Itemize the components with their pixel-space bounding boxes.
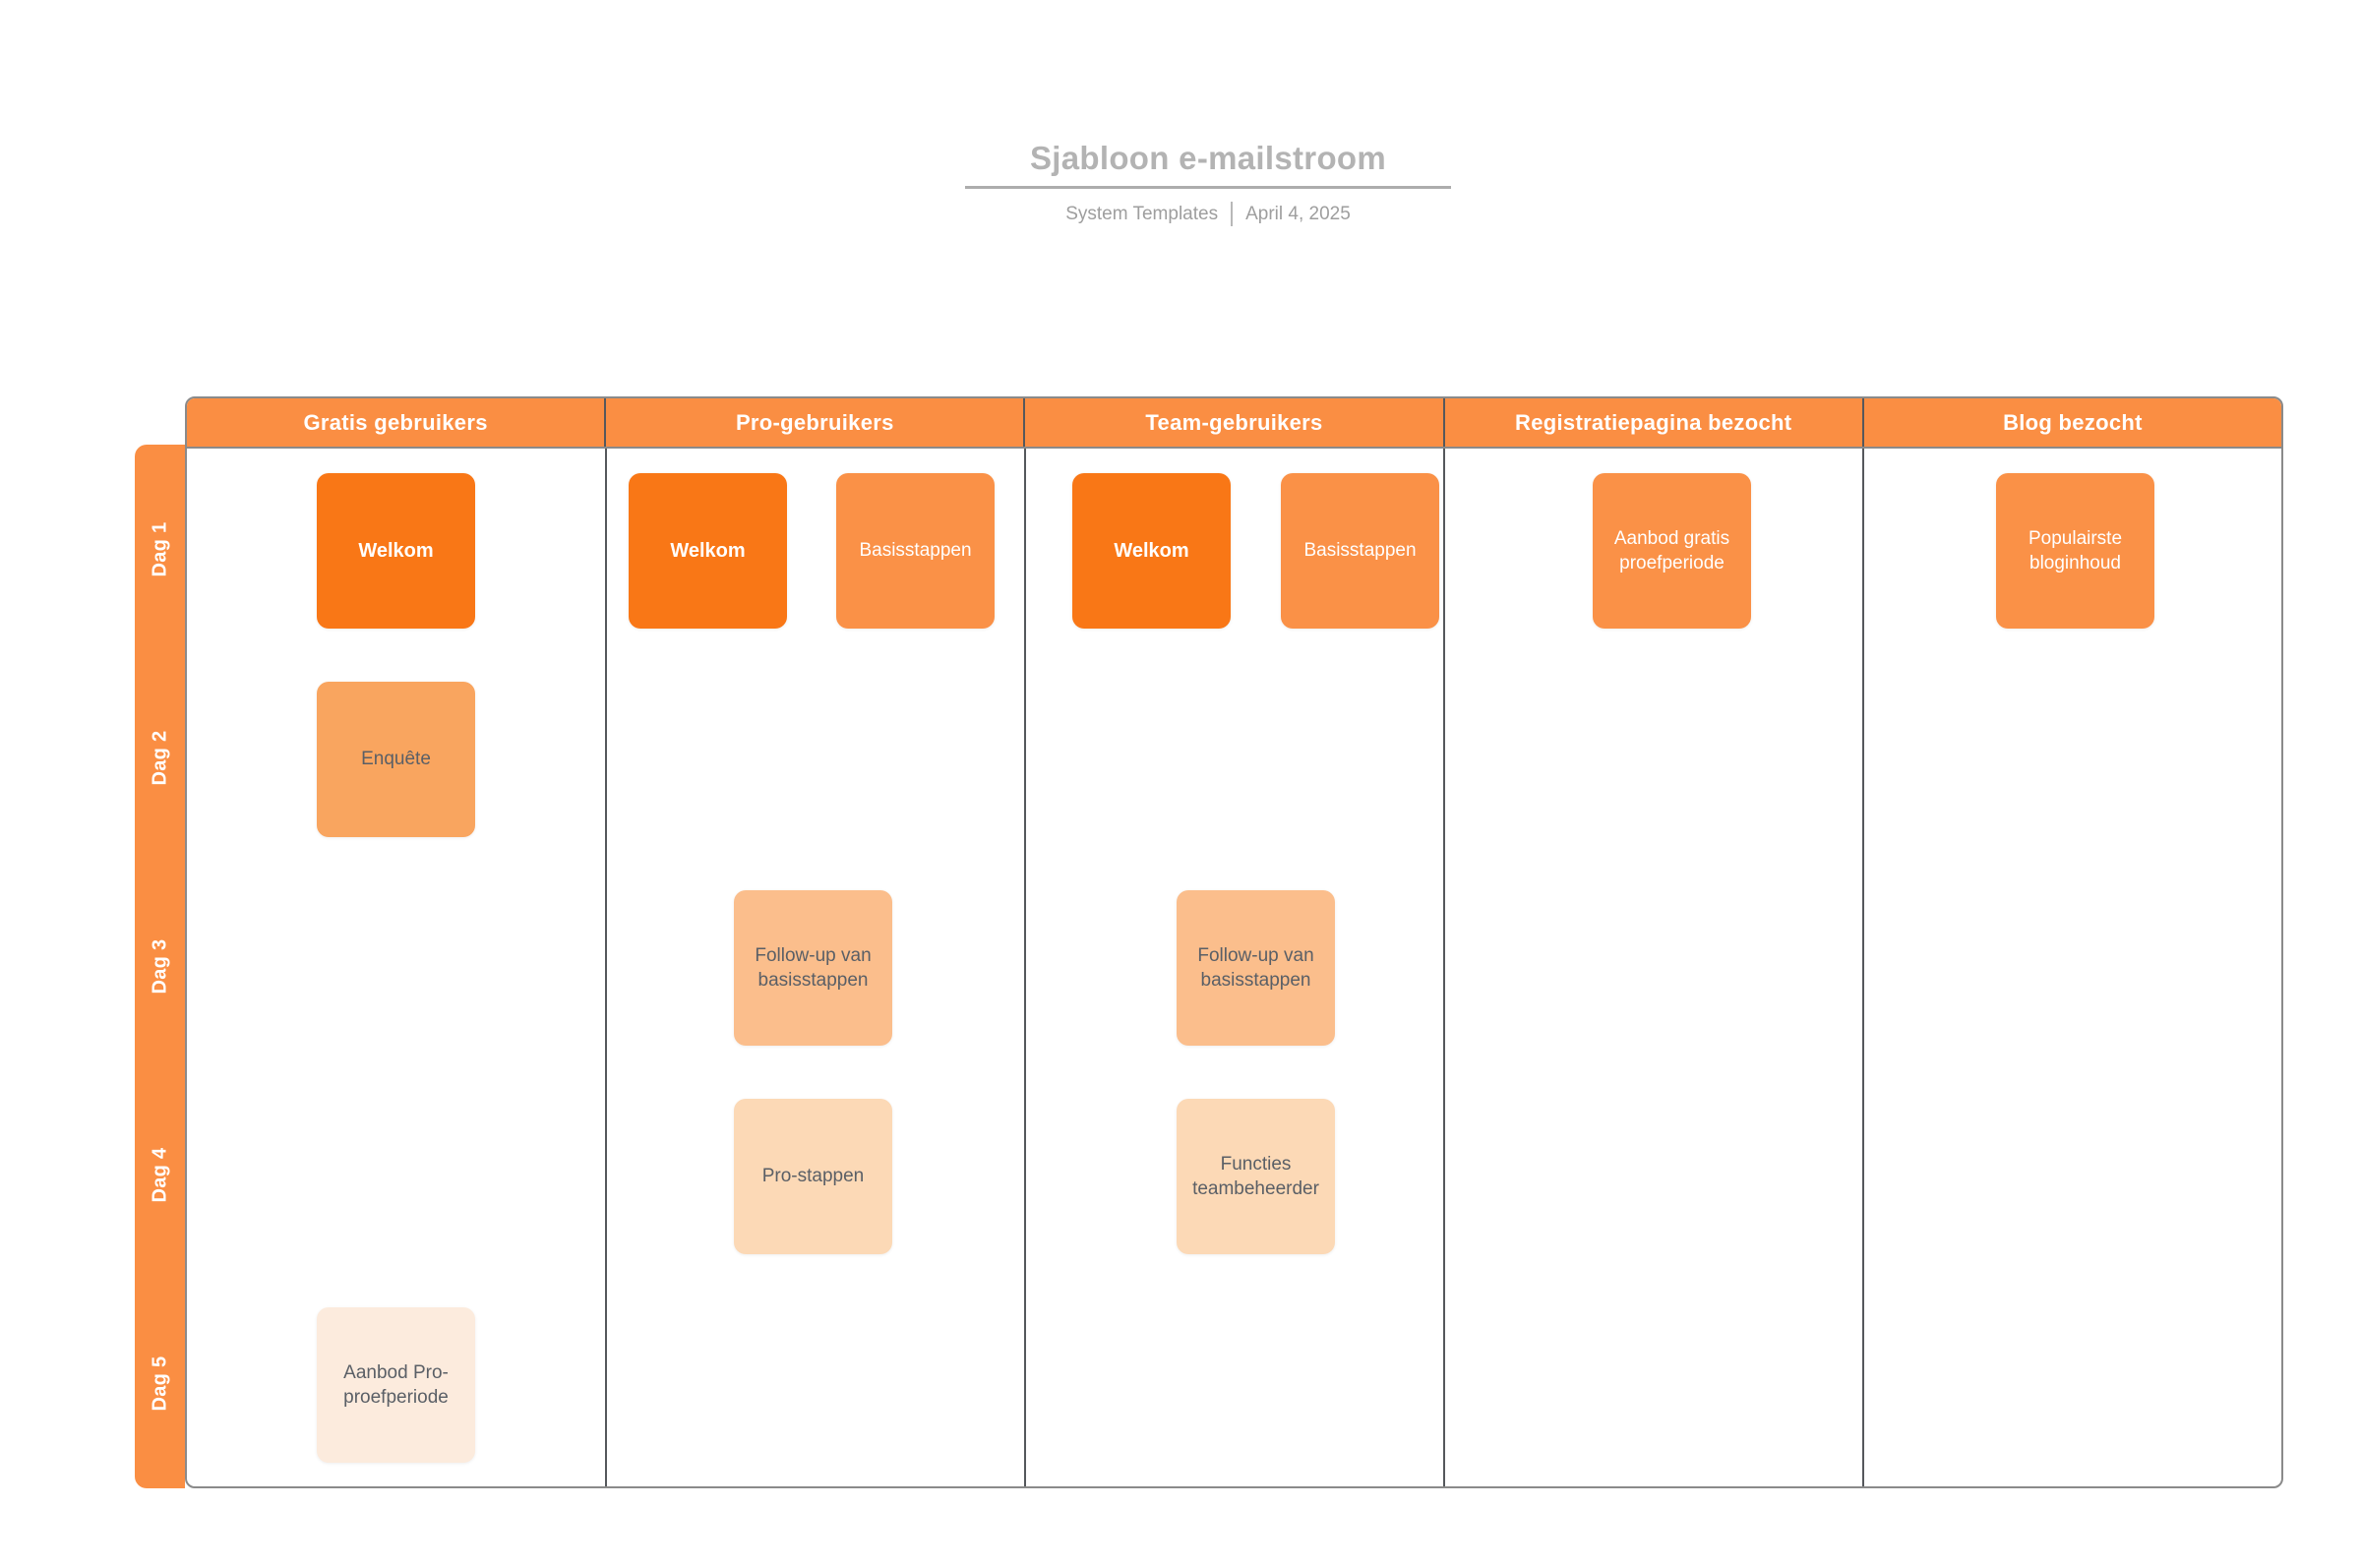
subtitle: System Templates April 4, 2025 — [965, 202, 1451, 226]
card-basisstappen-pro-dag1[interactable]: Basisstappen — [836, 473, 995, 629]
card-aanbod-gratis-proefperiode-dag1[interactable]: Aanbod gratis proefperiode — [1593, 473, 1751, 629]
column-header-team-gebruikers: Team-gebruikers — [1025, 398, 1445, 447]
board-header: Gratis gebruikers Pro-gebruikers Team-ge… — [187, 398, 2281, 449]
page-title: Sjabloon e-mailstroom — [965, 140, 1451, 189]
title-block: Sjabloon e-mailstroom System Templates A… — [965, 140, 1451, 226]
subtitle-separator — [1231, 202, 1234, 226]
card-welkom-team-dag1[interactable]: Welkom — [1072, 473, 1231, 629]
column-header-registratiepagina: Registratiepagina bezocht — [1445, 398, 1864, 447]
card-aanbod-pro-proefperiode-dag5[interactable]: Aanbod Pro-proefperiode — [317, 1307, 475, 1463]
column-header-pro-gebruikers: Pro-gebruikers — [606, 398, 1026, 447]
card-pro-stappen-dag4[interactable]: Pro-stappen — [734, 1099, 892, 1254]
subtitle-author: System Templates — [1065, 203, 1219, 224]
card-followup-team-dag3[interactable]: Follow-up van basisstappen — [1177, 890, 1335, 1046]
column-divider — [1443, 449, 1445, 1486]
day-label-dag4: Dag 4 — [149, 1147, 170, 1203]
card-basisstappen-team-dag1[interactable]: Basisstappen — [1281, 473, 1439, 629]
day-label-dag2: Dag 2 — [149, 730, 170, 786]
subtitle-date: April 4, 2025 — [1245, 203, 1351, 224]
flow-board: Gratis gebruikers Pro-gebruikers Team-ge… — [185, 396, 2283, 1488]
card-functies-teambeheerder-dag4[interactable]: Functies teambeheerder — [1177, 1099, 1335, 1254]
column-header-gratis-gebruikers: Gratis gebruikers — [187, 398, 607, 447]
day-label-dag1: Dag 1 — [149, 521, 170, 577]
column-divider — [1024, 449, 1026, 1486]
card-welkom-pro-dag1[interactable]: Welkom — [629, 473, 787, 629]
board-body: Welkom Welkom Basisstappen Welkom Basiss… — [187, 449, 2281, 1486]
card-populairste-bloginhoud-dag1[interactable]: Populairste bloginhoud — [1996, 473, 2154, 629]
card-followup-pro-dag3[interactable]: Follow-up van basisstappen — [734, 890, 892, 1046]
day-label-dag5: Dag 5 — [149, 1356, 170, 1412]
card-welkom-gratis-dag1[interactable]: Welkom — [317, 473, 475, 629]
day-rail: Dag 1 Dag 2 Dag 3 Dag 4 Dag 5 — [135, 445, 185, 1488]
card-enquete-gratis-dag2[interactable]: Enquête — [317, 682, 475, 837]
column-divider — [605, 449, 607, 1486]
column-divider — [1862, 449, 1864, 1486]
column-header-blog-bezocht: Blog bezocht — [2003, 409, 2143, 435]
day-label-dag3: Dag 3 — [149, 938, 170, 995]
